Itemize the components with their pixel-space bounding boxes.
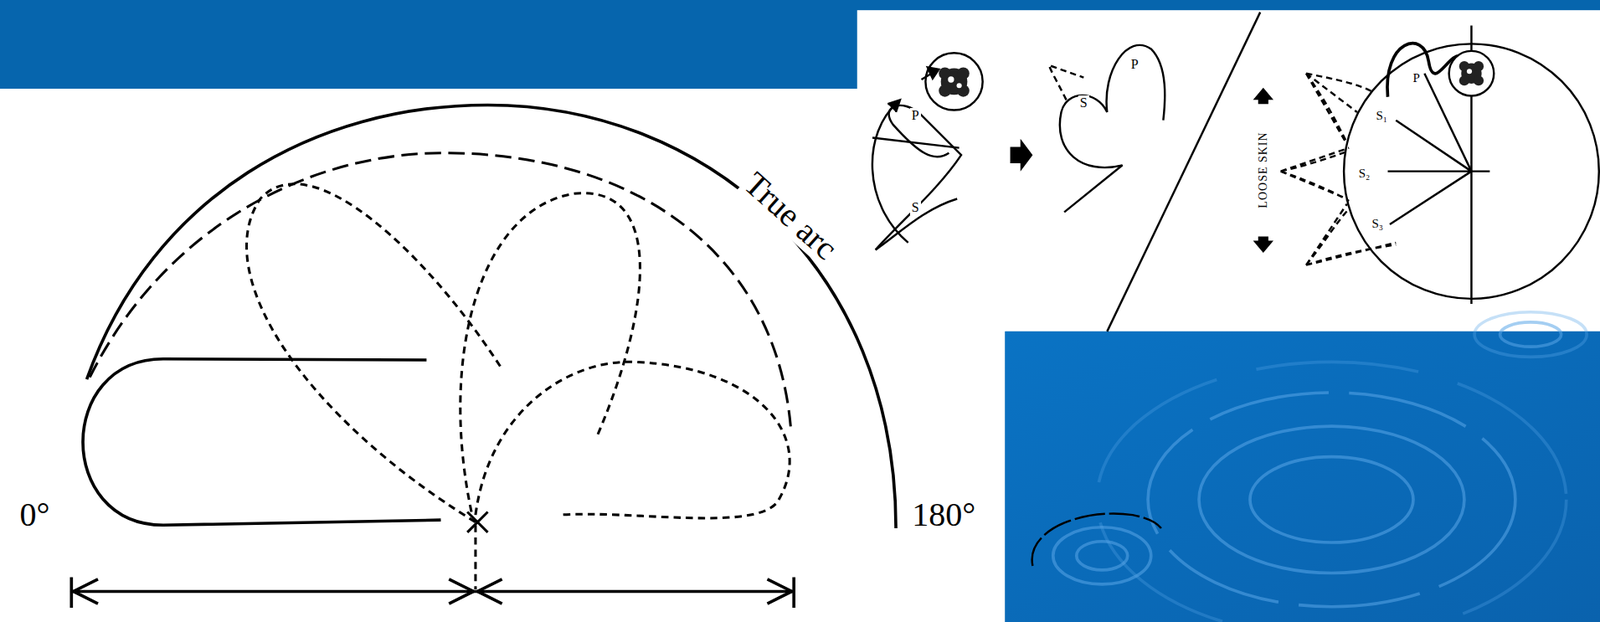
- dashed-lobe: [460, 193, 641, 513]
- lobe-label: S₂: [1357, 166, 1373, 181]
- radial-line: [1388, 73, 1472, 225]
- diagram-panel: [0, 88, 1005, 622]
- bilobed-flap-figures: [872, 12, 1600, 332]
- primary-lobe: [82, 359, 441, 526]
- flap-line: [872, 137, 960, 148]
- pivot-mark: [467, 511, 488, 532]
- loose-skin-label: LOOSE SKIN: [1256, 130, 1271, 211]
- flap-arc-diagram: [71, 104, 896, 608]
- flap-arc: [89, 153, 791, 429]
- lobe-label: P: [1410, 71, 1421, 86]
- angle-label: 180°: [910, 497, 978, 533]
- closed-flap: [1059, 45, 1165, 212]
- flap-outline: [875, 199, 958, 251]
- lobe-label: P: [910, 108, 921, 124]
- divider: [1106, 12, 1261, 332]
- lobe-label: S: [1078, 95, 1090, 111]
- dashed-lobe: [475, 361, 790, 519]
- ripples: [1053, 312, 1587, 622]
- angle-label: 0°: [17, 497, 52, 533]
- transition-arrow: [1010, 138, 1034, 172]
- lobe-label: S: [910, 200, 921, 216]
- rotation-arrow: [872, 102, 909, 243]
- ripple-outline: [1032, 514, 1162, 566]
- pivot-line: [473, 524, 477, 590]
- lesion: [938, 66, 970, 97]
- lesion-circle: [925, 52, 983, 110]
- lesion: [1459, 61, 1484, 86]
- rotation-arrowhead: [887, 99, 901, 113]
- true-arc: [87, 104, 896, 528]
- lobe-label: S₃: [1370, 216, 1386, 232]
- rotation-arrowhead: [927, 66, 939, 78]
- lobe-label: P: [1129, 56, 1141, 73]
- lobe-label: S₁: [1373, 108, 1390, 124]
- loose-skin-arrows: [1253, 87, 1274, 253]
- flap-outline: [875, 105, 962, 250]
- dimension-arrows: [71, 576, 794, 608]
- water-image: [1004, 331, 1600, 622]
- secondary-lobes: [1281, 73, 1397, 266]
- lesion-circle: [1449, 51, 1495, 97]
- figure-panel: [857, 10, 1600, 332]
